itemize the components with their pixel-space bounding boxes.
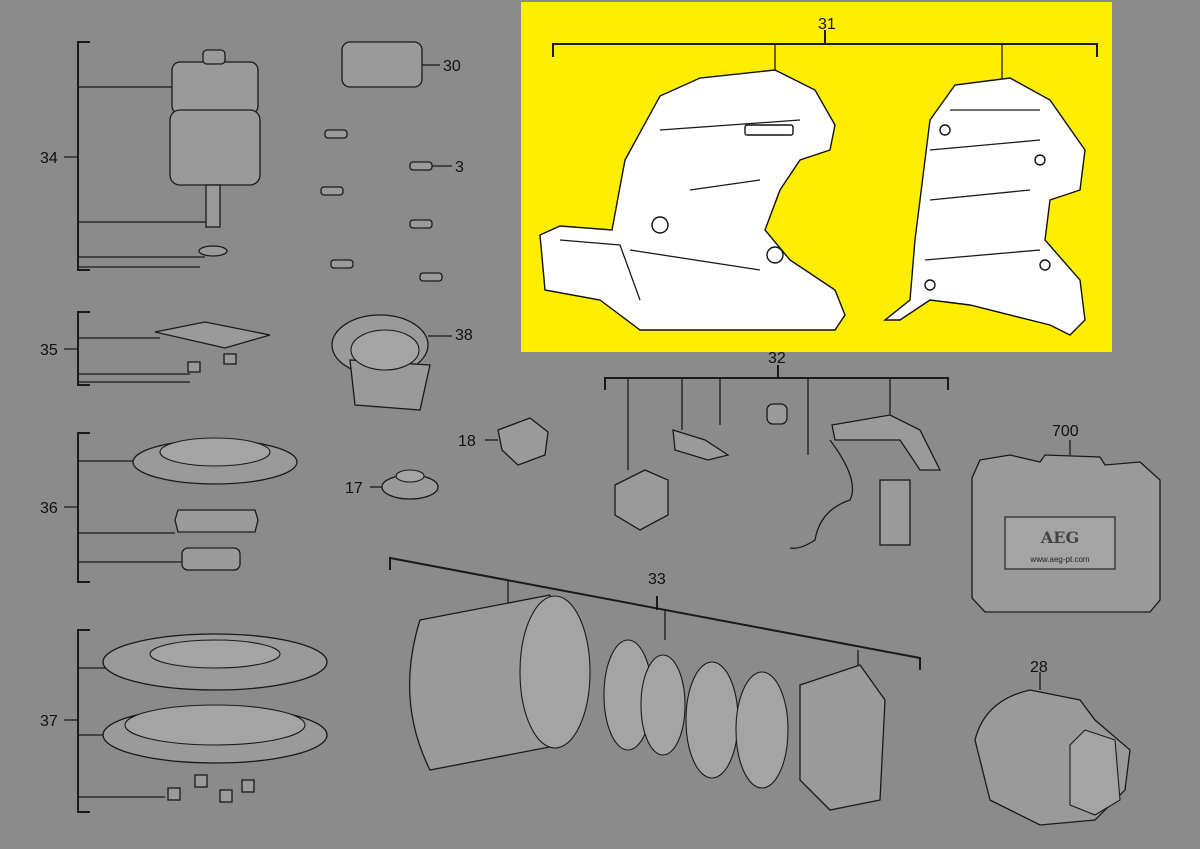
label-3: 3 bbox=[455, 159, 464, 176]
case-brand-logo: AEG bbox=[1040, 528, 1079, 547]
label-34: 34 bbox=[40, 150, 58, 167]
part-31-housing-halves[interactable]: 31 bbox=[539, 16, 1098, 336]
label-36: 36 bbox=[40, 500, 58, 517]
label-35: 35 bbox=[40, 342, 58, 359]
part-28-hose-adapter[interactable]: 28 bbox=[974, 659, 1131, 826]
label-33: 33 bbox=[648, 571, 666, 588]
label-38: 38 bbox=[455, 327, 473, 344]
part-33-dust-canister[interactable]: 33 bbox=[389, 556, 921, 811]
case-url-text: www.aeg-pt.com bbox=[1029, 555, 1089, 564]
label-30: 30 bbox=[443, 58, 461, 75]
part-35-plate[interactable]: 35 bbox=[40, 311, 271, 386]
part-30-label[interactable]: 30 bbox=[341, 41, 461, 88]
label-17: 17 bbox=[345, 480, 363, 497]
label-32: 32 bbox=[768, 350, 786, 367]
part-36-fan[interactable]: 36 bbox=[40, 432, 298, 583]
part-34-motor[interactable]: 34 bbox=[40, 41, 261, 271]
label-37: 37 bbox=[40, 713, 58, 730]
label-18: 18 bbox=[458, 433, 476, 450]
part-17-knob[interactable]: 17 bbox=[345, 469, 439, 500]
part-32-electronics[interactable]: 32 bbox=[604, 350, 949, 549]
label-28: 28 bbox=[1030, 659, 1048, 676]
part-37-pads[interactable]: 37 bbox=[40, 629, 328, 813]
label-31: 31 bbox=[818, 16, 836, 33]
part-700-carry-case[interactable]: AEG www.aeg-pt.com 700 bbox=[971, 423, 1161, 613]
part-3-screws[interactable]: 3 bbox=[320, 129, 464, 282]
part-38-adapter[interactable]: 38 bbox=[331, 314, 473, 411]
label-700: 700 bbox=[1052, 423, 1079, 440]
part-18-clip[interactable]: 18 bbox=[458, 417, 549, 466]
